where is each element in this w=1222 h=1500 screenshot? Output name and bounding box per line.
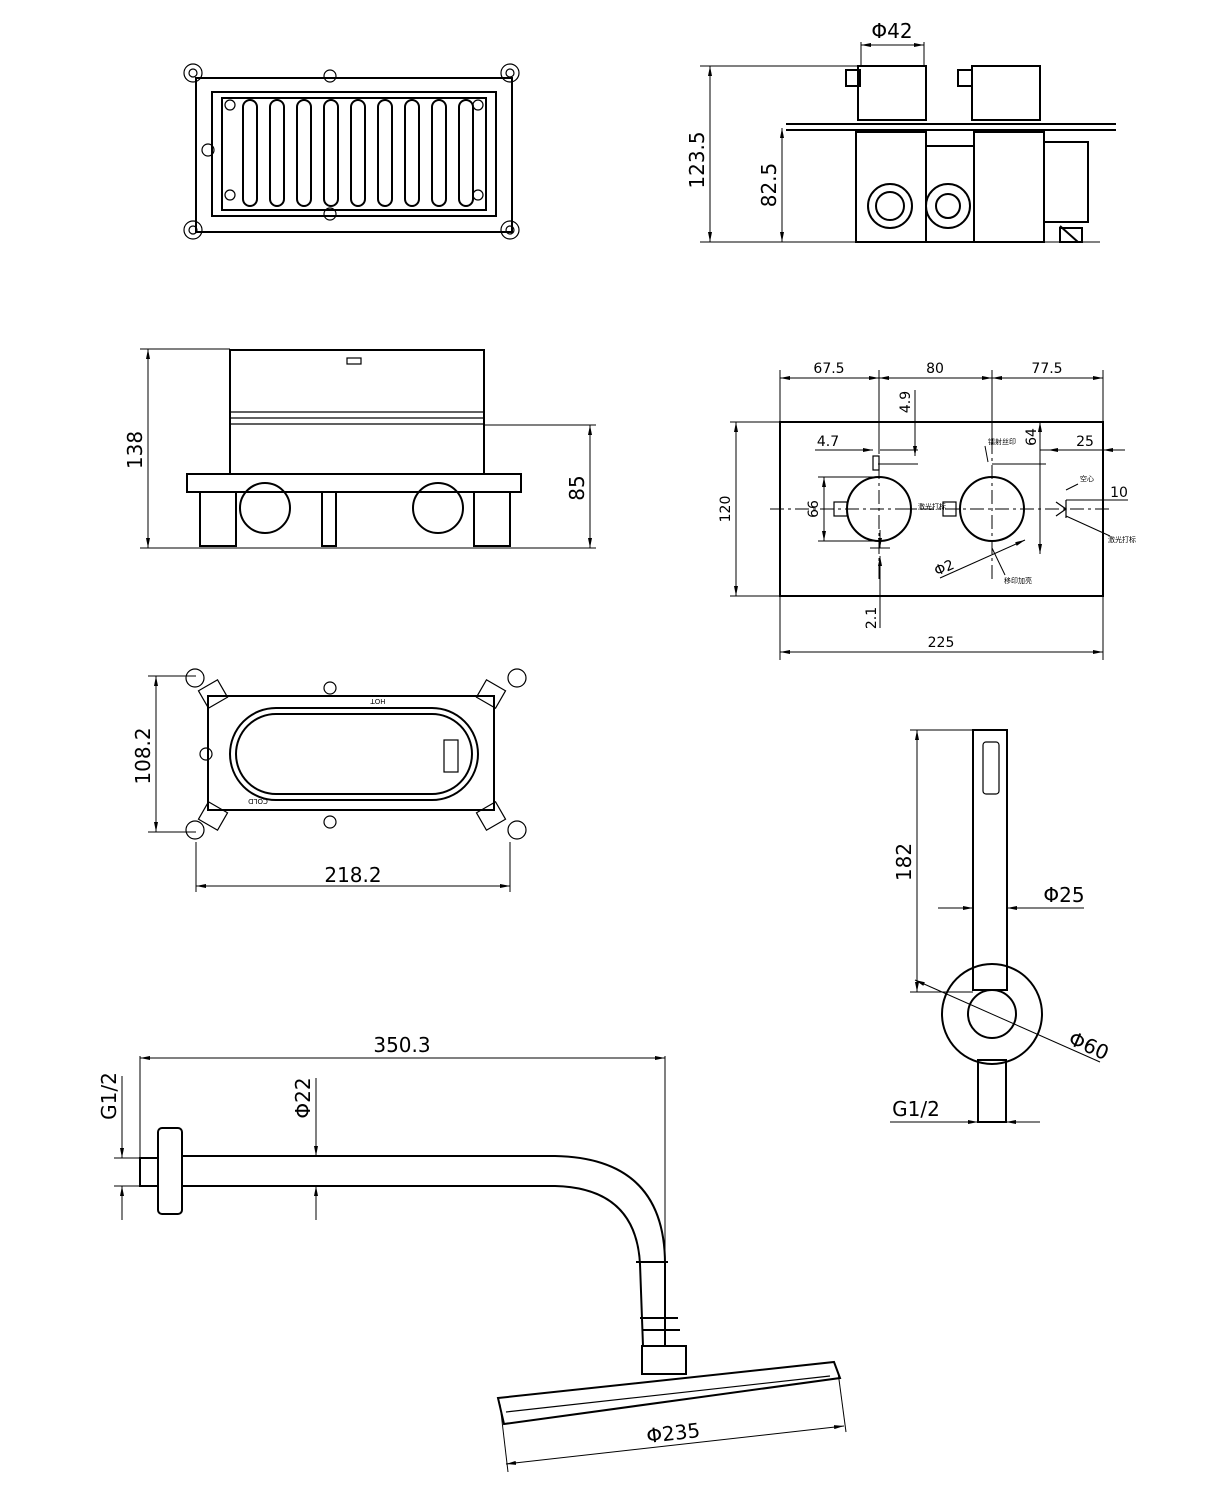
dim-faceplate-height: 120	[718, 496, 734, 523]
dim-faceplate-diam2: Φ2	[932, 557, 957, 580]
dim-valve-height-total: 123.5	[685, 131, 709, 188]
dim-faceplate-25: 25	[1076, 434, 1094, 450]
dim-handshower-flange: Φ60	[1065, 1026, 1112, 1065]
dim-head-diameter: Φ235	[645, 1418, 701, 1448]
dim-arm-thread: G1/2	[97, 1072, 121, 1120]
shower-arm-view: 350.3 G1/2 Φ22 Φ235	[97, 1033, 847, 1473]
dim-faceplate-middle: 80	[926, 361, 944, 377]
dim-faceplate-right: 77.5	[1031, 361, 1062, 377]
dim-body-front-height: 108.2	[131, 727, 155, 784]
note-4: 激光打标	[1108, 535, 1136, 544]
body-top-view	[183, 63, 520, 240]
dim-faceplate-4-7: 4.7	[817, 434, 839, 450]
body-side-view: 138 85	[123, 348, 596, 549]
dim-arm-pipe: Φ22	[291, 1077, 315, 1118]
note-5: 移印加亮	[1004, 576, 1032, 585]
dim-valve-height-body: 82.5	[757, 163, 781, 208]
note-2: 激光打标	[918, 502, 946, 511]
faceplate-view: 67.5 80 77.5 4.9 4.7 64 25 10 120 66 2.1	[718, 361, 1136, 660]
dim-faceplate-left: 67.5	[813, 361, 844, 377]
label-hot: HOT	[370, 697, 386, 705]
dim-faceplate-66: 66	[806, 500, 822, 518]
dim-faceplate-64: 64	[1024, 428, 1040, 446]
label-cold: COLD	[248, 797, 268, 805]
valve-side-view: Φ42 123.5 82.5	[685, 19, 1116, 243]
dim-handshower-thread: G1/2	[892, 1097, 940, 1121]
dim-body-height-body: 85	[565, 475, 589, 500]
dim-faceplate-4-9: 4.9	[898, 391, 914, 413]
dim-faceplate-10: 10	[1110, 485, 1128, 501]
dim-arm-length: 350.3	[373, 1033, 430, 1057]
body-front-view: HOT COLD 108.2 218.2	[131, 668, 527, 892]
dim-body-front-width: 218.2	[324, 863, 381, 887]
dim-handshower-length: 182	[892, 843, 916, 881]
dim-handshower-diameter: Φ25	[1043, 883, 1084, 907]
dim-faceplate-width: 225	[928, 635, 955, 651]
dim-body-height-total: 138	[123, 431, 147, 469]
handshower-view: 182 Φ25 Φ60 G1/2	[890, 729, 1113, 1124]
dim-valve-diameter: Φ42	[871, 19, 912, 43]
note-1: 镭射丝印	[988, 437, 1016, 446]
note-3: 空心	[1080, 474, 1094, 483]
dim-faceplate-2-1: 2.1	[864, 607, 880, 629]
